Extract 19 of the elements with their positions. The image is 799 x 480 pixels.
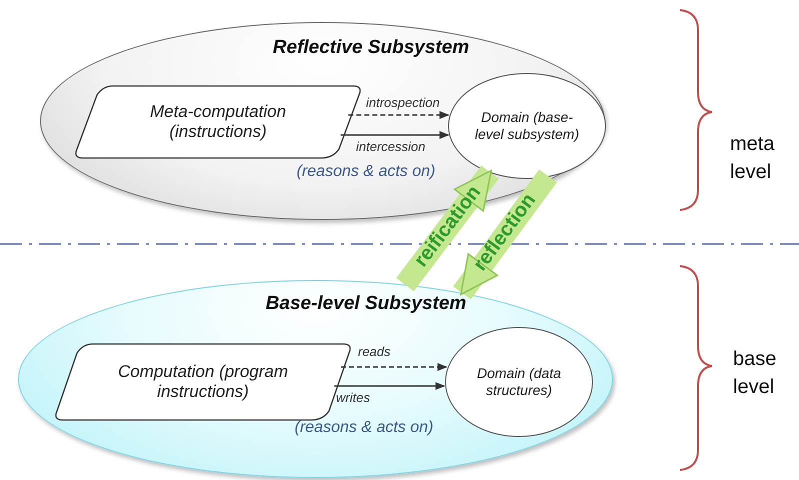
- edge-label: reads: [358, 344, 391, 359]
- arrow: [348, 111, 450, 119]
- node-text: Domain (base-level subsystem): [474, 109, 580, 143]
- level-label: base level: [733, 347, 778, 400]
- node-text: Computation (program instructions): [116, 362, 290, 402]
- arrow: [340, 131, 450, 139]
- note-text: (reasons & acts on): [294, 419, 434, 437]
- subsystem-title: Reflective Subsystem: [272, 37, 470, 59]
- node-text: Domain (data structures): [476, 365, 562, 399]
- node-text: Meta-computation (instructions): [148, 102, 288, 142]
- arrow: [341, 363, 448, 371]
- level-label: meta level: [730, 132, 776, 185]
- edge-label: intercession: [356, 139, 426, 154]
- edge-label: introspection: [366, 95, 440, 110]
- edge-label: writes: [336, 390, 370, 405]
- block-arrow: [453, 169, 557, 300]
- arrow: [334, 382, 446, 390]
- note-text: (reasons & acts on): [296, 163, 436, 181]
- subsystem-title: Base-level Subsystem: [264, 293, 468, 315]
